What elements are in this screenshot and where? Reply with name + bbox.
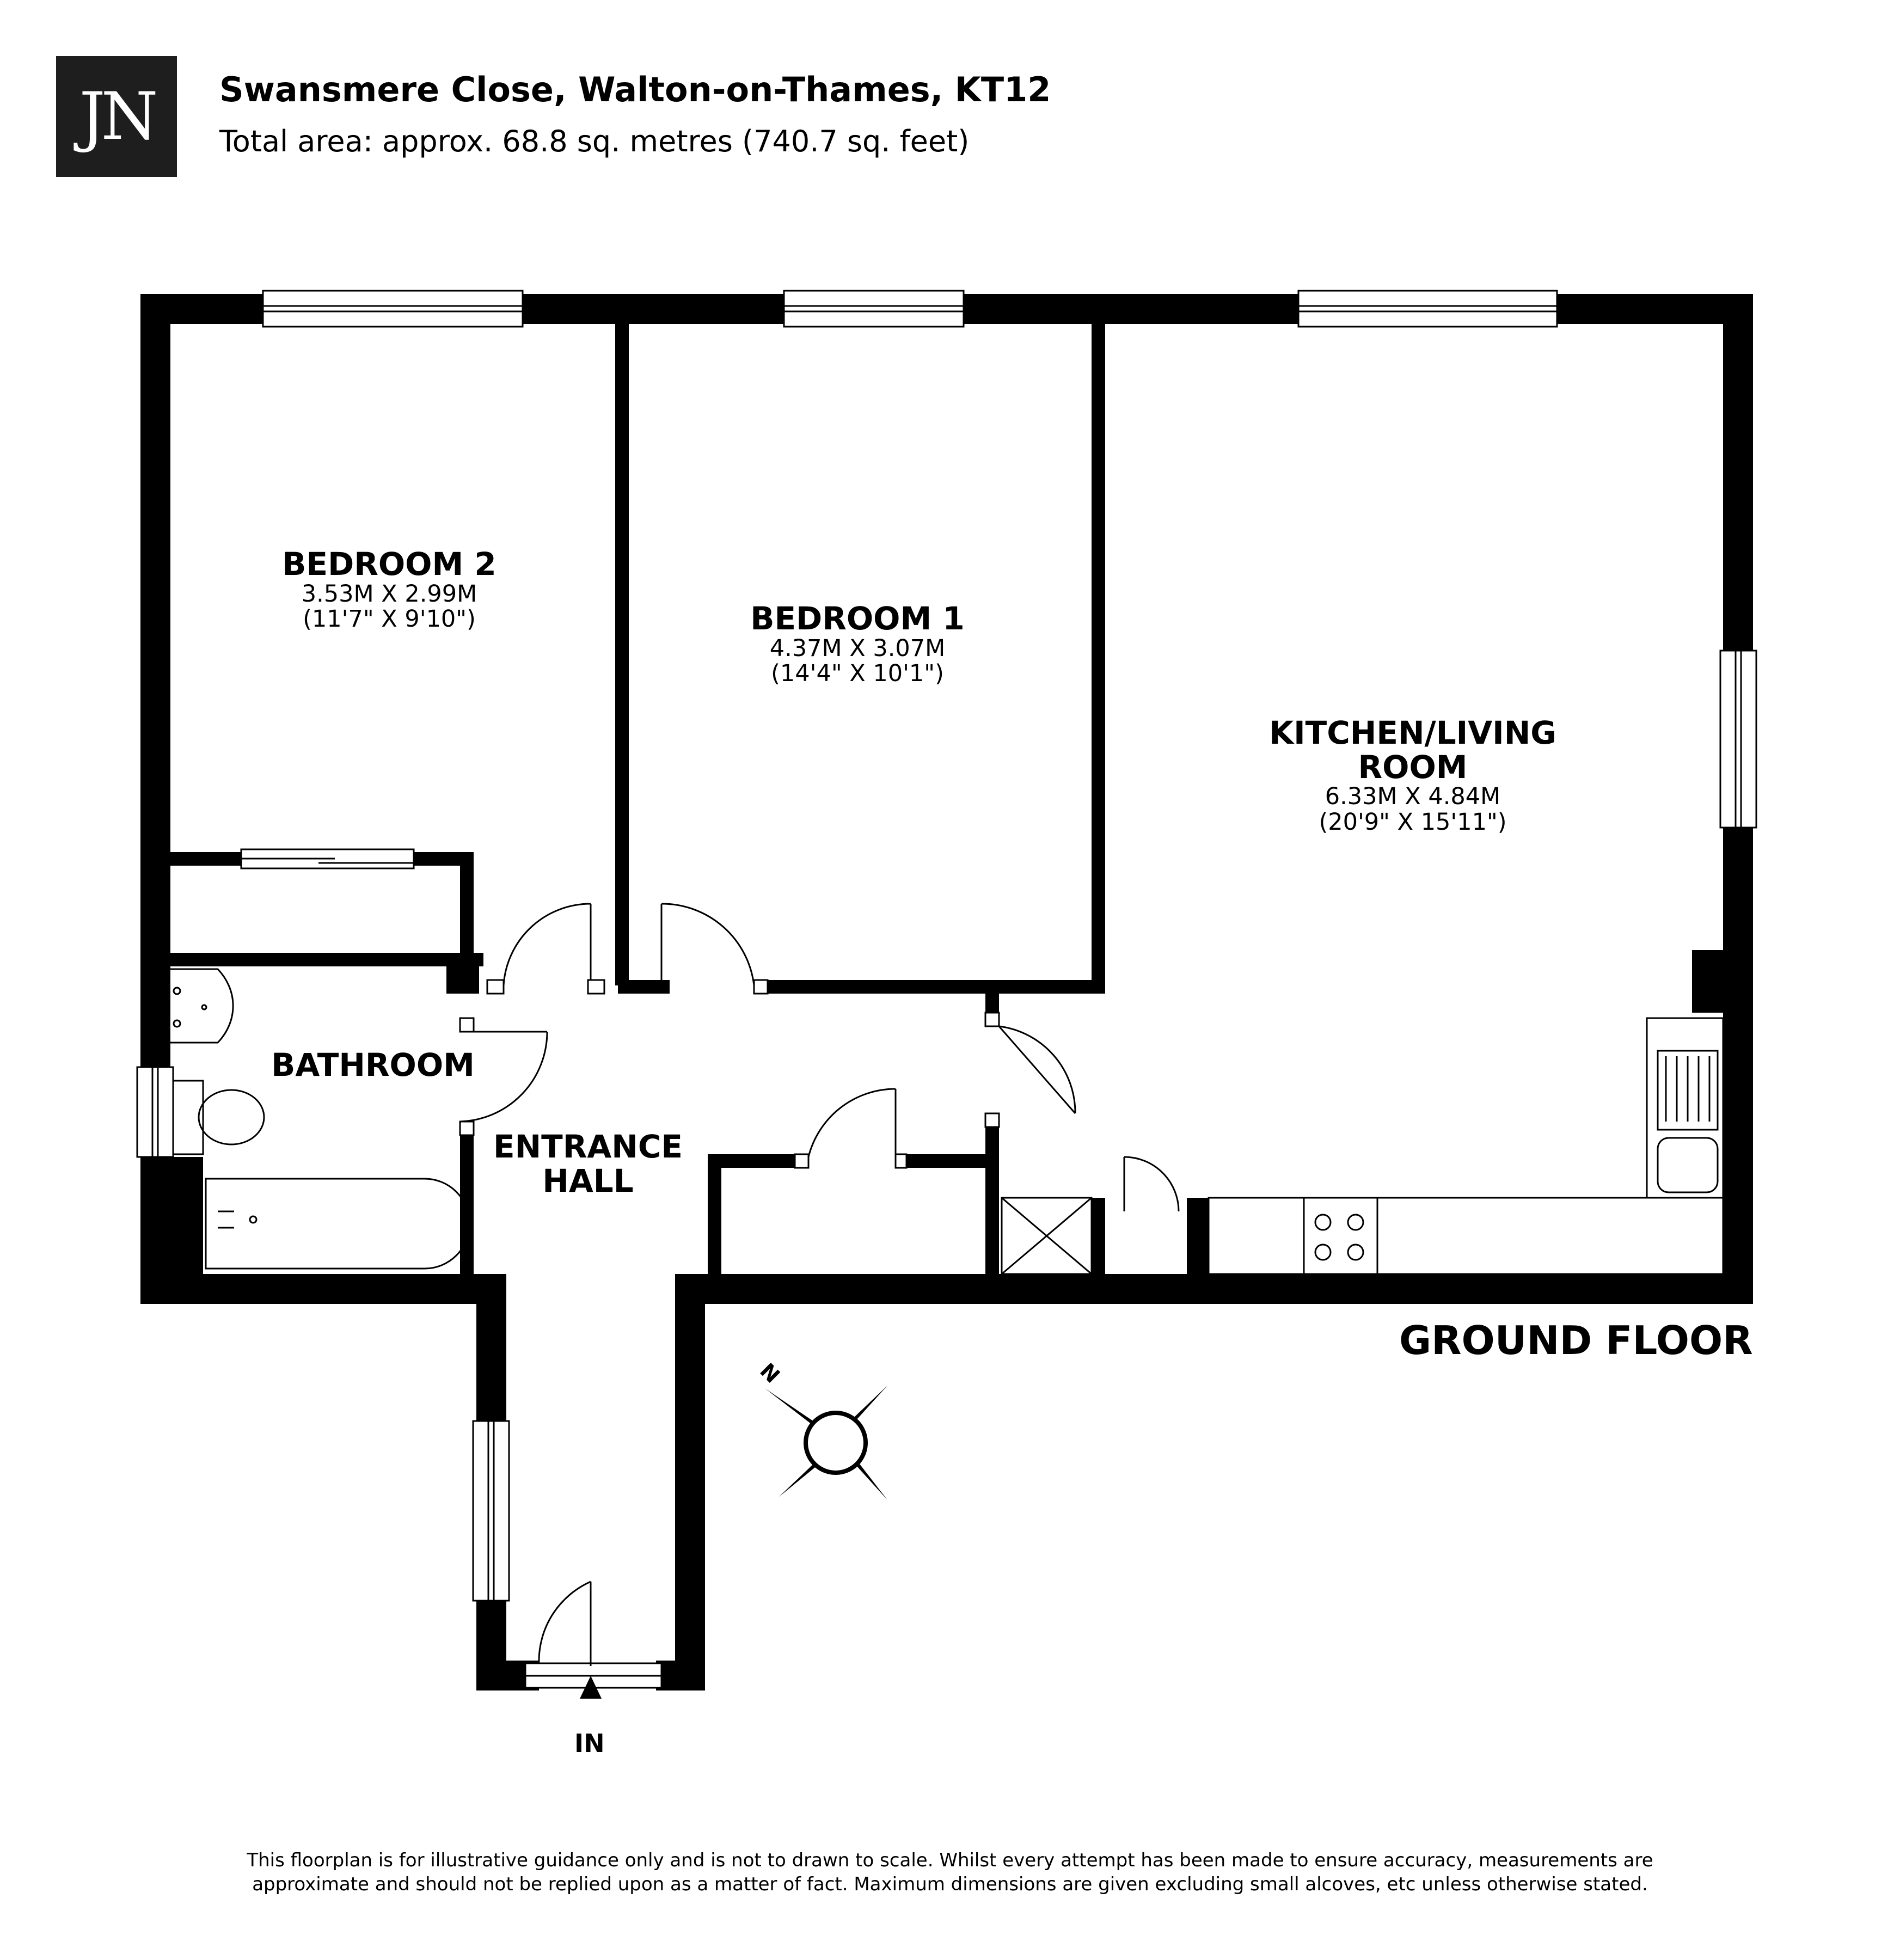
disclaimer: This floorplan is for illustrative guida… [0,1848,1900,1896]
door-swings [459,903,1180,1666]
total-area: Total area: approx. 68.8 sq. metres (740… [219,124,970,158]
bedroom-1-label: BEDROOM 1 4.37M X 3.07M (14'4" X 10'1") [750,600,965,688]
entrance-arrow [580,1676,602,1699]
logo-text: JN [79,78,158,155]
bedroom-2-label: BEDROOM 2 3.53M X 2.99M (11'7" X 9'10") [282,546,497,633]
disclaimer-line-1: This floorplan is for illustrative guida… [247,1849,1653,1871]
entrance-hall-label: ENTRANCE HALL [493,1128,683,1199]
entrance-in-label: IN [574,1729,605,1758]
disclaimer-line-2: approximate and should not be replied up… [252,1873,1648,1896]
fixtures [170,968,1724,1275]
agency-logo: JN [56,56,177,177]
compass-rose: N [755,1358,887,1500]
kitchen-living-label: KITCHEN/LIVING ROOM 6.33M X 4.84M (20'9"… [1269,714,1556,836]
compass-north-label: N [755,1358,784,1388]
bathroom-label: BATHROOM [271,1046,475,1083]
walls [140,294,1753,1690]
property-title: Swansmere Close, Walton-on-Thames, KT12 [219,70,1051,109]
windows [136,290,1757,1689]
floor-label: GROUND FLOOR [1399,1318,1753,1363]
